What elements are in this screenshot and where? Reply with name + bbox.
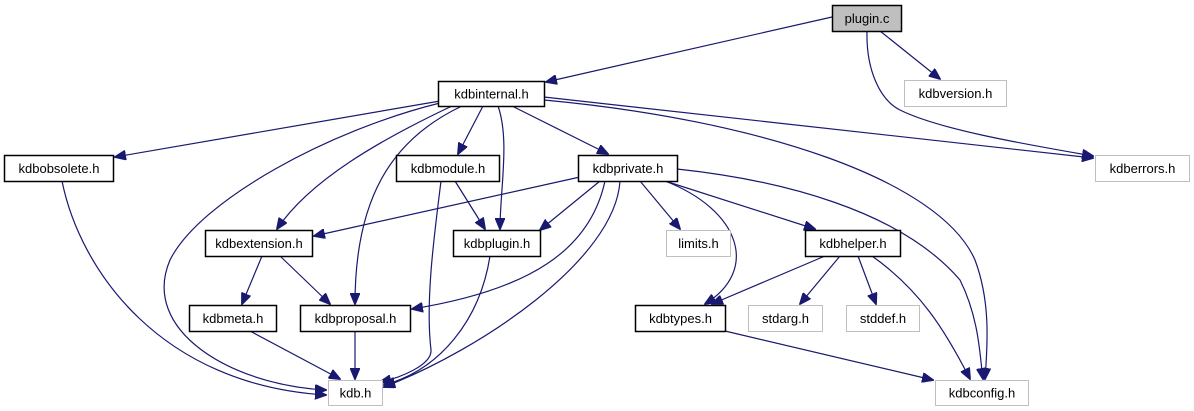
node-label: kdbmodule.h xyxy=(411,161,485,176)
node-label: kdbconfig.h xyxy=(949,386,1016,401)
node-limits-h: limits.h xyxy=(666,230,731,257)
node-box xyxy=(666,230,731,257)
edge-kdbmodule-h-to-kdb-h xyxy=(380,180,442,382)
node-kdberrors-h: kdberrors.h xyxy=(1095,155,1190,182)
edge-kdbhelper-h-to-stddef-h xyxy=(857,255,876,304)
edge-kdbplugin-h-to-kdb-h xyxy=(384,255,491,385)
edge-kdbinternal-h-to-kdbconfig-h xyxy=(543,99,987,379)
node-stddef-h: stddef.h xyxy=(846,305,920,332)
edge-kdbprivate-h-to-kdbplugin-h xyxy=(540,180,601,230)
edge-plugin-c-to-kdbversion-h xyxy=(879,30,940,79)
node-kdbinternal-h[interactable]: kdbinternal.h xyxy=(437,80,546,108)
node-box xyxy=(299,304,412,333)
edge-kdbprivate-h-to-kdbhelper-h xyxy=(664,180,815,229)
node-label: kdberrors.h xyxy=(1110,161,1176,176)
edge-kdbprivate-h-to-kdbtypes-h xyxy=(664,180,737,304)
edge-kdbprivate-h-to-kdb-h xyxy=(384,180,621,387)
node-label: kdbproposal.h xyxy=(315,311,397,326)
edge-kdbinternal-h-to-kdbprivate-h xyxy=(511,105,608,154)
node-kdbplugin-h[interactable]: kdbplugin.h xyxy=(452,229,542,258)
edge-kdbinternal-h-to-kdberrors-h xyxy=(543,96,1093,158)
edge-kdbprivate-h-to-kdbconfig-h xyxy=(676,168,983,379)
edge-kdbprivate-h-to-kdbproposal-h xyxy=(412,180,606,309)
node-box xyxy=(395,154,501,183)
node-stdarg-h: stdarg.h xyxy=(748,305,823,332)
edge-kdbinternal-h-to-kdbmodule-h xyxy=(458,105,484,154)
node-box xyxy=(328,380,383,406)
node-box xyxy=(3,154,115,183)
node-label: stdarg.h xyxy=(762,311,809,326)
node-box xyxy=(188,304,278,333)
node-label: kdbhelper.h xyxy=(819,236,886,251)
node-box xyxy=(904,80,1007,107)
edge-kdbextension-h-to-kdbproposal-h xyxy=(279,255,330,304)
edge-plugin-c-to-kdberrors-h xyxy=(866,30,1093,156)
node-label: limits.h xyxy=(678,236,718,251)
edge-kdbinternal-h-to-kdbobsolete-h xyxy=(115,100,441,157)
node-kdbmodule-h[interactable]: kdbmodule.h xyxy=(395,154,501,183)
node-box xyxy=(204,229,314,258)
node-box xyxy=(748,305,823,332)
node-label: kdb.h xyxy=(340,386,372,401)
edge-kdbobsolete-h-to-kdb-h xyxy=(61,180,326,395)
nodes-layer: plugin.c kdbinternal.h kdbversion.h kdberro… xyxy=(3,4,1190,406)
node-box xyxy=(804,229,902,258)
node-kdbmeta-h[interactable]: kdbmeta.h xyxy=(188,304,278,333)
edge-kdbtypes-h-to-kdbconfig-h xyxy=(724,330,933,380)
node-label: kdbextension.h xyxy=(215,236,302,251)
node-box xyxy=(452,229,542,258)
node-label: stddef.h xyxy=(860,311,906,326)
node-label: kdbplugin.h xyxy=(464,236,531,251)
edge-kdbhelper-h-to-kdbconfig-h xyxy=(871,255,970,379)
node-box xyxy=(437,80,546,108)
node-kdbobsolete-h[interactable]: kdbobsolete.h xyxy=(3,154,115,183)
edge-kdbinternal-h-to-kdbproposal-h xyxy=(355,105,463,304)
node-label: kdbversion.h xyxy=(919,86,993,101)
node-label: kdbtypes.h xyxy=(649,311,712,326)
node-box xyxy=(846,305,920,332)
edge-plugin-c-to-kdbinternal-h xyxy=(546,16,833,82)
edge-kdbmodule-h-to-kdbplugin-h xyxy=(454,180,485,229)
edge-kdbmeta-h-to-kdb-h xyxy=(249,330,340,379)
node-label: kdbobsolete.h xyxy=(19,161,100,176)
node-box xyxy=(577,154,679,183)
edge-kdbhelper-h-to-stdarg-h xyxy=(800,255,841,304)
node-box xyxy=(1095,155,1190,182)
node-label: plugin.c xyxy=(845,11,890,26)
edge-kdbinternal-h-to-kdbextension-h xyxy=(277,105,453,229)
node-kdbhelper-h[interactable]: kdbhelper.h xyxy=(804,229,902,258)
node-label: kdbinternal.h xyxy=(454,87,528,102)
node-kdbversion-h: kdbversion.h xyxy=(904,80,1007,107)
edge-kdbhelper-h-to-kdbtypes-h xyxy=(712,255,826,304)
node-kdbextension-h[interactable]: kdbextension.h xyxy=(204,229,314,258)
node-kdbproposal-h[interactable]: kdbproposal.h xyxy=(299,304,412,333)
edge-kdbprivate-h-to-limits-h xyxy=(639,180,680,229)
edge-kdbprivate-h-to-kdbextension-h xyxy=(314,176,581,236)
edge-kdbinternal-h-to-kdb-h xyxy=(163,102,441,390)
edge-kdbextension-h-to-kdbmeta-h xyxy=(242,255,263,304)
node-label: kdbprivate.h xyxy=(593,161,664,176)
edges-layer xyxy=(61,16,1093,395)
node-box xyxy=(935,380,1029,406)
node-kdb-h: kdb.h xyxy=(328,380,383,406)
node-plugin-c[interactable]: plugin.c xyxy=(831,4,903,33)
node-kdbconfig-h: kdbconfig.h xyxy=(935,380,1029,406)
node-box xyxy=(634,304,727,333)
edge-kdbinternal-h-to-kdbplugin-h xyxy=(498,105,504,229)
node-kdbprivate-h[interactable]: kdbprivate.h xyxy=(577,154,679,183)
node-label: kdbmeta.h xyxy=(203,311,264,326)
node-kdbtypes-h[interactable]: kdbtypes.h xyxy=(634,304,727,333)
node-box xyxy=(831,4,903,33)
